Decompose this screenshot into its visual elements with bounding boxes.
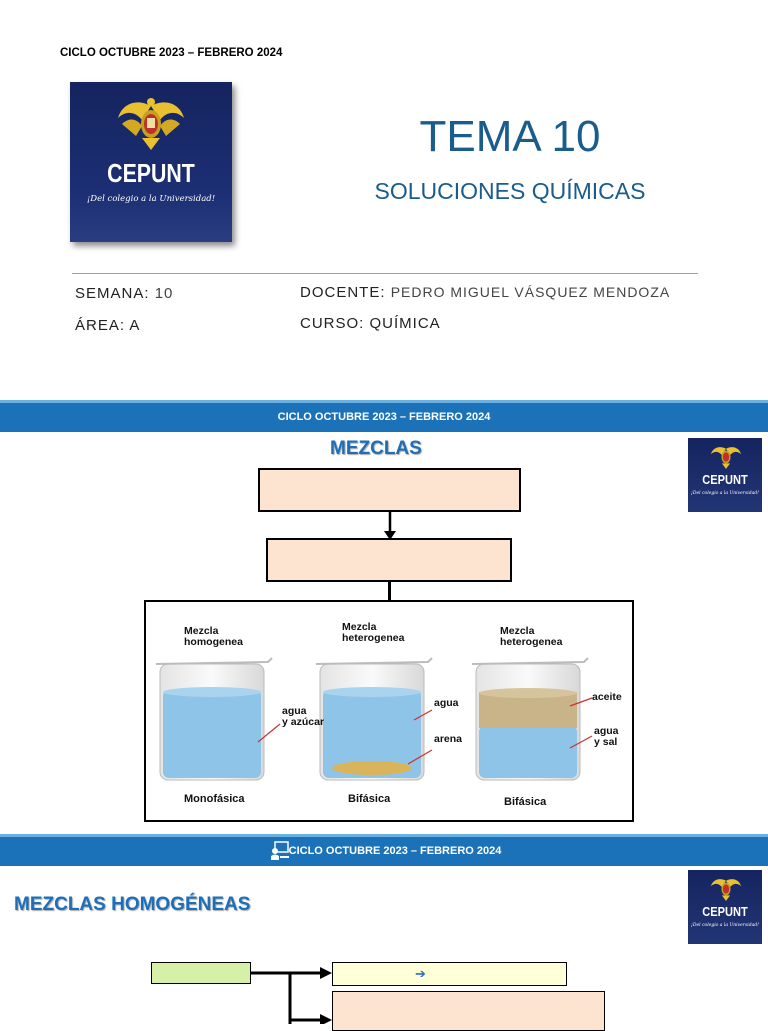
beaker-heterogeneous-oil [471, 657, 593, 781]
semana-value: 10 [154, 285, 174, 302]
eagle-crest-icon [710, 879, 742, 901]
presenter-icon [271, 841, 289, 860]
beaker-heterogeneous-sand [315, 657, 433, 781]
eagle-crest-icon [710, 447, 742, 469]
down-arrow-icon [384, 511, 396, 540]
topic-subtitle: SOLUCIONES QUÍMICAS [374, 178, 646, 204]
beaker2-label-bottom: arena [434, 733, 463, 745]
area-label: ÁREA: [75, 317, 126, 334]
cycle-label: CICLO OCTUBRE 2023 – FEBRERO 2024 [60, 47, 283, 59]
area-field: ÁREA: A [75, 317, 140, 334]
arrow-right-icon: ➔ [415, 966, 426, 981]
semana-label: SEMANA: [75, 285, 150, 302]
homogeneous-term-box [151, 962, 251, 984]
homogeneous-example-box [332, 991, 605, 1031]
curso-label: CURSO: [300, 315, 365, 332]
banner-text: CICLO OCTUBRE 2023 – FEBRERO 2024 [277, 411, 491, 423]
banner-text: CICLO OCTUBRE 2023 – FEBRERO 2024 [288, 845, 502, 857]
beaker1-caption: Monofásica [184, 793, 245, 805]
cepunt-logo-small: CEPUNT ¡Del colegio a la Universidad! [688, 438, 762, 512]
beaker-homogeneous [155, 657, 281, 781]
beaker2-caption: Bifásica [348, 793, 391, 805]
logo-motto: ¡Del colegio a la Universidad! [691, 491, 759, 496]
logo-brand: CEPUNT [107, 158, 195, 188]
docente-value: PEDRO MIGUEL VÁSQUEZ MENDOZA [390, 284, 671, 300]
logo-brand: CEPUNT [702, 472, 748, 487]
docente-label: DOCENTE: [300, 284, 386, 301]
mezclas-definition-box [258, 468, 521, 512]
cepunt-logo-small: CEPUNT ¡Del colegio a la Universidad! [688, 870, 762, 944]
mezclas-heading: MEZCLAS [330, 438, 422, 459]
area-value: A [129, 317, 141, 334]
mezclas-homogeneas-heading: MEZCLAS HOMOGÉNEAS [14, 894, 251, 915]
divider [72, 273, 698, 274]
mezclas-classification-box [266, 538, 512, 582]
slide3-banner: CICLO OCTUBRE 2023 – FEBRERO 2024 [0, 834, 768, 866]
beaker3-caption: Bifásica [504, 796, 547, 808]
topic-title: TEMA 10 [419, 112, 601, 161]
curso-field: CURSO: QUÍMICA [300, 315, 441, 332]
beakers-illustration [155, 657, 593, 781]
homogeneous-definition-box: ➔ [332, 962, 567, 986]
beaker2-label-top: agua [434, 697, 459, 709]
beaker3-label-top: aceite [592, 691, 622, 703]
logo-brand: CEPUNT [702, 904, 748, 919]
cepunt-logo: CEPUNT ¡Del colegio a la Universidad! [70, 82, 232, 242]
connector-line [388, 581, 391, 601]
semana-field: SEMANA: 10 [75, 285, 173, 302]
curso-value: QUÍMICA [369, 315, 441, 332]
logo-motto: ¡Del colegio a la Universidad! [86, 194, 216, 204]
docente-field: DOCENTE: PEDRO MIGUEL VÁSQUEZ MENDOZA [300, 284, 670, 301]
branch-arrows-icon [250, 967, 332, 1024]
logo-motto: ¡Del colegio a la Universidad! [691, 923, 759, 928]
slide2-banner: CICLO OCTUBRE 2023 – FEBRERO 2024 [0, 400, 768, 432]
eagle-crest-icon [118, 98, 184, 150]
